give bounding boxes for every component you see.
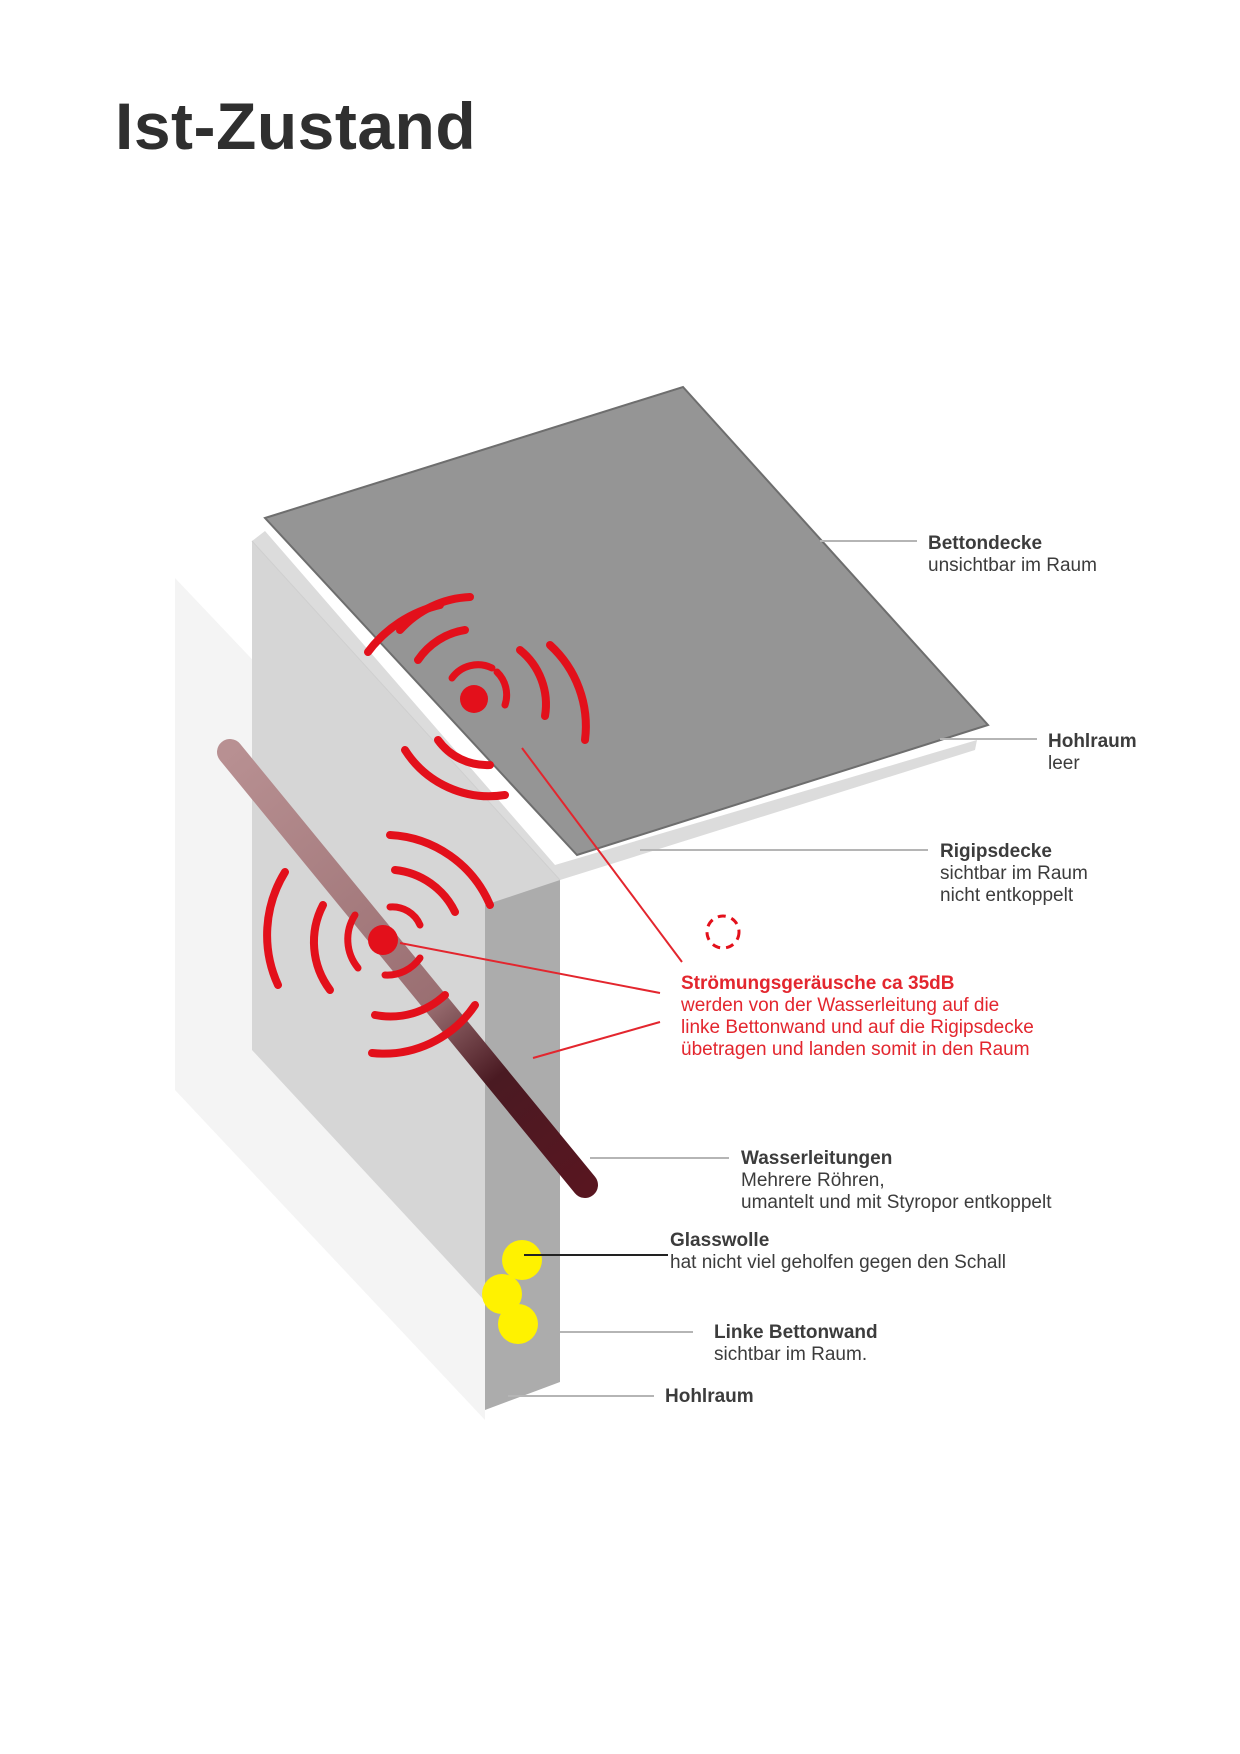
noise-waves-ceiling	[364, 593, 590, 801]
label-hohlraum-bottom: Hohlraum	[665, 1386, 754, 1407]
concrete-ceiling	[263, 385, 990, 857]
noise-source-wall	[368, 925, 398, 955]
dashed-marker	[705, 914, 741, 950]
page-title: Ist-Zustand	[115, 89, 477, 163]
leader-lines	[508, 540, 1037, 1397]
label-hohlraum-top: Hohlraum leer	[1048, 731, 1137, 774]
noise-leader-lines	[399, 747, 683, 1059]
noise-waves-wall	[263, 831, 494, 1058]
label-bettondecke: Bettondecke unsichtbar im Raum	[928, 533, 1097, 576]
label-noise: Strömungsgeräusche ca 35dB werden von de…	[681, 973, 1034, 1060]
glasswool	[482, 1240, 542, 1344]
label-glasswolle: Glasswolle hat nicht viel geholfen gegen…	[670, 1230, 1006, 1273]
label-linke-bettonwand: Linke Bettonwand sichtbar im Raum.	[714, 1322, 878, 1365]
label-rigipsdecke: Rigipsdecke sichtbar im Raum nicht entko…	[940, 841, 1088, 906]
noise-source-ceiling	[460, 685, 488, 713]
label-wasserleitungen: Wasserleitungen Mehrere Röhren, umantelt…	[741, 1148, 1052, 1213]
